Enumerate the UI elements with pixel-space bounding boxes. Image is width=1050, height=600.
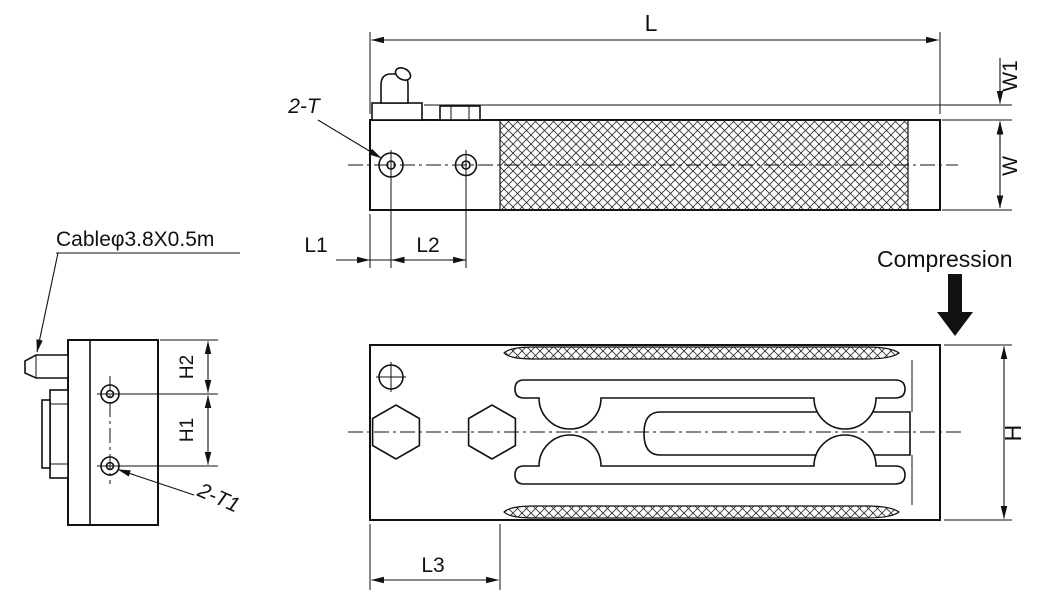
connector-block — [49, 389, 69, 479]
upper-flexure-cutout — [514, 379, 906, 430]
label-compression: Compression — [877, 246, 1013, 272]
hex-socket-1 — [371, 404, 421, 460]
dim-label-L: L — [645, 10, 658, 36]
leader-cable — [36, 252, 59, 353]
dim-label-L2: L2 — [416, 234, 439, 257]
front-view: H Compression L3 — [348, 246, 1026, 590]
dim-label-W1: W1 — [999, 60, 1022, 92]
side-view-body — [67, 339, 159, 526]
top-view: L 2-T W1 W L1 L2 — [287, 10, 1022, 268]
dim-label-L1: L1 — [304, 234, 327, 257]
mounting-nut — [439, 105, 481, 121]
dim-label-H: H — [1000, 425, 1026, 442]
upper-gap-hatch — [503, 346, 901, 360]
dim-label-L3: L3 — [421, 554, 444, 577]
lower-gap-hatch — [503, 505, 901, 519]
callout-cable: Cableφ3.8X0.5m — [56, 228, 214, 251]
leader-2T1 — [117, 468, 195, 496]
cable — [24, 354, 69, 379]
dim-label-H2: H2 — [177, 355, 198, 379]
hex-socket-2 — [467, 404, 517, 460]
leader-2T — [317, 119, 382, 159]
lower-flexure-cutout — [514, 434, 906, 485]
connector-flange — [41, 399, 51, 469]
side-view: H2 H1 Cableφ3.8X0.5m 2-T1 — [24, 228, 243, 526]
cable-gland-base — [371, 102, 423, 121]
cable-gland-tip — [394, 67, 412, 81]
callout-2T1: 2-T1 — [193, 478, 243, 517]
callout-2T: 2-T — [287, 95, 322, 118]
dim-label-W: W — [999, 156, 1022, 176]
compression-arrow — [937, 274, 973, 336]
center-tongue — [643, 411, 911, 456]
dim-label-H1: H1 — [177, 418, 198, 442]
